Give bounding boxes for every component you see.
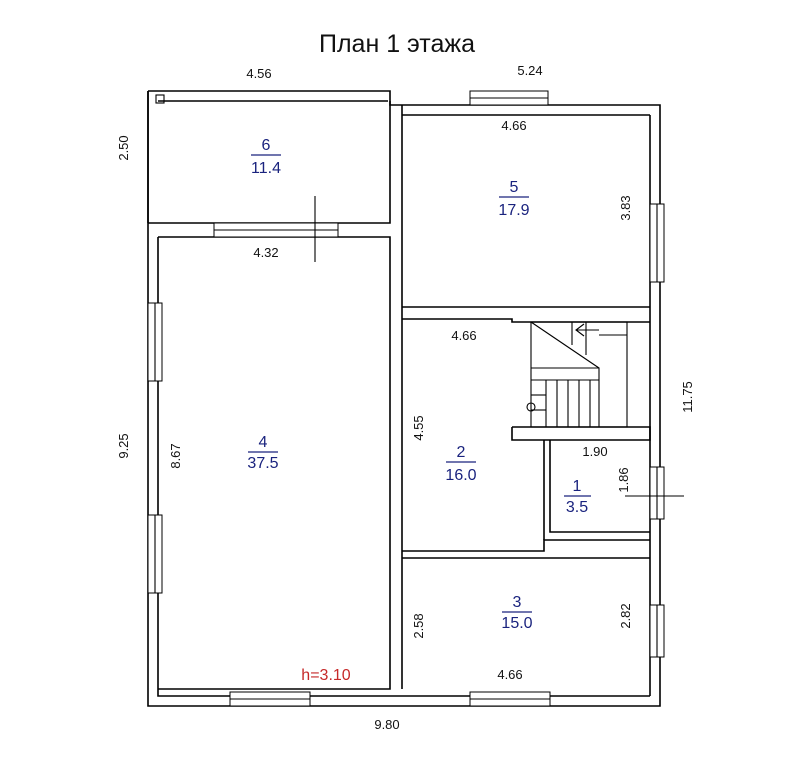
dim-room1-top: 1.90 bbox=[582, 444, 607, 459]
window-top-room5 bbox=[469, 90, 549, 106]
room-number: 2 bbox=[457, 444, 466, 461]
dim-right: 11.75 bbox=[680, 381, 695, 413]
room-area: 37.5 bbox=[247, 455, 278, 472]
window-right-room1 bbox=[649, 466, 665, 520]
dim-room3-left: 2.58 bbox=[411, 613, 426, 638]
windows bbox=[147, 90, 665, 707]
section-marks bbox=[314, 196, 684, 497]
room-label-2: 2 16.0 bbox=[445, 444, 476, 484]
dim-room3-right: 2.82 bbox=[618, 603, 633, 628]
plan-title: План 1 этажа bbox=[319, 30, 475, 58]
dim-room4-left: 8.67 bbox=[168, 443, 183, 468]
window-bottom-room4 bbox=[229, 691, 311, 707]
stair-start-marker bbox=[526, 402, 536, 412]
dim-room6-bottom: 4.32 bbox=[253, 245, 278, 260]
room-area: 11.4 bbox=[251, 160, 281, 177]
room-label-4: 4 37.5 bbox=[247, 434, 278, 472]
room-number: 3 bbox=[513, 594, 522, 611]
window-left-lower bbox=[147, 514, 163, 594]
dim-top-left: 4.56 bbox=[246, 66, 271, 81]
room-label-5: 5 17.9 bbox=[498, 179, 529, 219]
window-left-upper bbox=[147, 302, 163, 382]
window-right-room5 bbox=[649, 203, 665, 283]
room-area: 17.9 bbox=[498, 202, 529, 219]
dim-room1-right: 1.86 bbox=[616, 467, 631, 492]
dim-left-top: 2.50 bbox=[116, 135, 131, 160]
dim-room2-left: 4.55 bbox=[411, 415, 426, 440]
room-area: 15.0 bbox=[501, 615, 532, 632]
room-area: 3.5 bbox=[566, 499, 588, 516]
staircase bbox=[526, 321, 628, 428]
window-right-room3 bbox=[649, 604, 665, 658]
dim-bottom: 9.80 bbox=[374, 717, 399, 732]
room-label-1: 1 3.5 bbox=[564, 478, 591, 516]
room-number: 1 bbox=[573, 478, 582, 495]
room-label-6: 6 11.4 bbox=[251, 137, 281, 177]
window-room6-room4 bbox=[213, 222, 339, 238]
outer-walls bbox=[147, 90, 661, 707]
room-number: 5 bbox=[510, 179, 519, 196]
inner-walls bbox=[148, 94, 651, 690]
dim-room5-top: 4.66 bbox=[501, 118, 526, 133]
dim-top-right: 5.24 bbox=[517, 63, 542, 78]
room-label-3: 3 15.0 bbox=[501, 594, 532, 632]
dim-room3-bottom: 4.66 bbox=[497, 667, 522, 682]
ceiling-height-label: h=3.10 bbox=[301, 667, 350, 684]
room-area: 16.0 bbox=[445, 467, 476, 484]
dimension-labels: 4.56 5.24 9.80 4.32 4.66 4.66 1.90 4.66 … bbox=[116, 63, 695, 732]
room-number: 6 bbox=[262, 137, 271, 154]
dim-left-bottom: 9.25 bbox=[116, 433, 131, 458]
dim-room2-top: 4.66 bbox=[451, 328, 476, 343]
dim-room5-right: 3.83 bbox=[618, 195, 633, 220]
window-bottom-room3 bbox=[469, 691, 551, 707]
room-number: 4 bbox=[259, 434, 268, 451]
